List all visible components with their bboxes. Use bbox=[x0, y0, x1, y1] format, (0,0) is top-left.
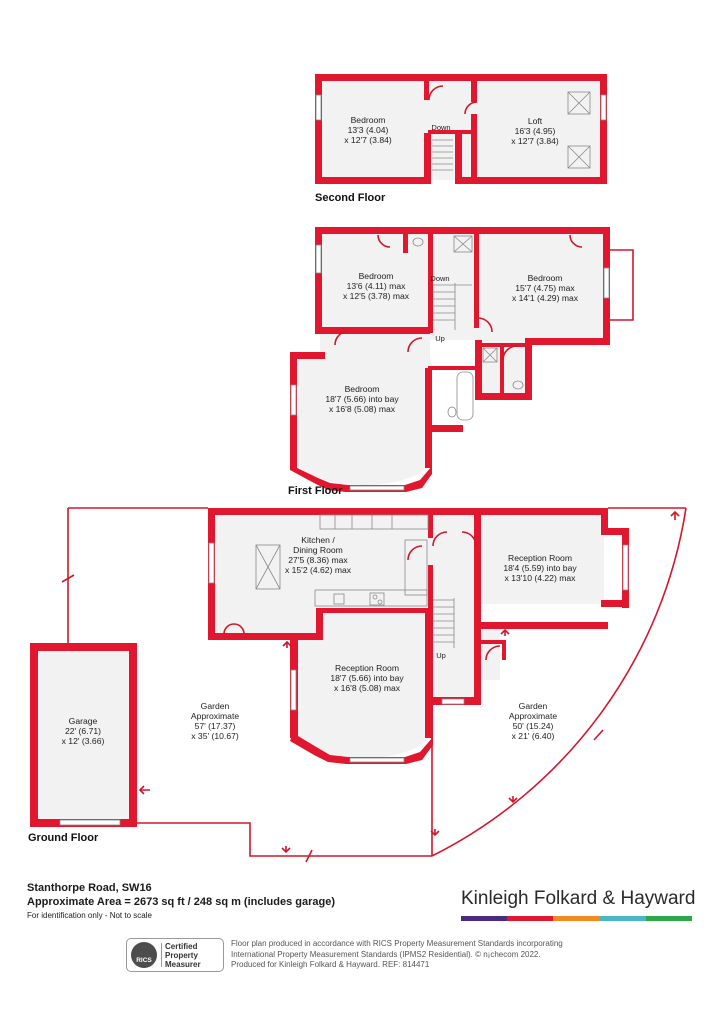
notice-line-1: Floor plan produced in accordance with R… bbox=[231, 939, 563, 948]
identification-note: For identification only - Not to scale bbox=[27, 911, 152, 920]
second-floor-plan: Bedroom 13'3 (4.04) x 12'7 (3.84) Loft 1… bbox=[315, 74, 607, 204]
loft-dim1: 16'3 (4.95) bbox=[515, 126, 556, 136]
rics-text: Certified Property Measurer bbox=[165, 942, 201, 969]
loft-dim2: x 12'7 (3.84) bbox=[511, 136, 559, 146]
reception-bay-dim2: x 16'8 (5.08) max bbox=[334, 683, 401, 693]
approximate-area: Approximate Area = 2673 sq ft / 248 sq m… bbox=[27, 896, 336, 908]
garden-left-name: Garden bbox=[201, 701, 230, 711]
reception-bay-name: Reception Room bbox=[335, 663, 399, 673]
brand-color-stripe bbox=[461, 916, 693, 921]
kitchen-dim1: 27'5 (8.36) max bbox=[288, 555, 348, 565]
agent-brand-name: Kinleigh Folkard & Hayward bbox=[461, 888, 696, 909]
first-floor-bedroom-left-dim1: 13'6 (4.11) max bbox=[347, 281, 407, 291]
first-floor-stairs-up: Up bbox=[435, 334, 445, 343]
rics-line-1: Certified bbox=[165, 942, 198, 951]
second-floor-bedroom-dim1: 13'3 (4.04) bbox=[348, 125, 389, 135]
loft-name: Loft bbox=[528, 116, 543, 126]
first-floor-bedroom-bay-dim2: x 16'8 (5.08) max bbox=[329, 404, 396, 414]
second-floor-bedroom-name: Bedroom bbox=[351, 115, 386, 125]
stripe-segment bbox=[599, 916, 646, 921]
second-floor-title: Second Floor bbox=[315, 192, 386, 204]
stripe-segment bbox=[553, 916, 600, 921]
property-address: Stanthorpe Road, SW16 bbox=[27, 882, 152, 894]
first-floor-plan: Bedroom 13'6 (4.11) max x 12'5 (3.78) ma… bbox=[288, 227, 634, 497]
stripe-segment bbox=[645, 916, 693, 921]
second-floor-bedroom-dim2: x 12'7 (3.84) bbox=[344, 135, 392, 145]
garage-dim2: x 12' (3.66) bbox=[62, 736, 105, 746]
rics-line-2: Property bbox=[165, 951, 198, 960]
stripe-segment bbox=[507, 916, 554, 921]
rics-line-3: Measurer bbox=[165, 960, 201, 969]
reception-right-name: Reception Room bbox=[508, 553, 572, 563]
kitchen-name-line2: Dining Room bbox=[293, 545, 343, 555]
garden-left-dim1: 57' (17.37) bbox=[195, 721, 236, 731]
garden-right-dim2: x 21' (6.40) bbox=[512, 731, 555, 741]
rics-divider bbox=[161, 943, 162, 967]
second-floor-stairs-down: Down bbox=[431, 123, 450, 132]
stripe-segment bbox=[461, 916, 508, 921]
ground-floor-plan: Kitchen / Dining Room 27'5 (8.36) max x … bbox=[28, 507, 687, 863]
measurement-notice: Floor plan produced in accordance with R… bbox=[231, 939, 611, 971]
kitchen-dim2: x 15'2 (4.62) max bbox=[285, 565, 352, 575]
first-floor-bedroom-right-dim2: x 14'1 (4.29) max bbox=[512, 293, 579, 303]
reception-right-dim1: 18'4 (5.59) into bay bbox=[503, 563, 577, 573]
garden-right-dim1: 50' (15.24) bbox=[513, 721, 554, 731]
reception-bay-dim1: 18'7 (5.66) into bay bbox=[330, 673, 404, 683]
notice-line-3: Produced for Kinleigh Folkard & Hayward.… bbox=[231, 960, 430, 969]
reception-right-dim2: x 13'10 (4.22) max bbox=[505, 573, 577, 583]
first-floor-bedroom-right-dim1: 15'7 (4.75) max bbox=[515, 283, 575, 293]
first-floor-bedroom-left-name: Bedroom bbox=[359, 271, 394, 281]
first-floor-stairs-down: Down bbox=[430, 274, 449, 283]
first-floor-bedroom-bay-name: Bedroom bbox=[345, 384, 380, 394]
first-floor-bedroom-bay-dim1: 18'7 (5.66) into bay bbox=[325, 394, 399, 404]
first-floor-bedroom-left-dim2: x 12'5 (3.78) max bbox=[343, 291, 410, 301]
garden-right-name: Garden bbox=[519, 701, 548, 711]
rics-certified-badge: RICS Certified Property Measurer bbox=[126, 938, 224, 972]
garage-dim1: 22' (6.71) bbox=[65, 726, 101, 736]
garage-name: Garage bbox=[69, 716, 98, 726]
first-floor-bedroom-right-name: Bedroom bbox=[528, 273, 563, 283]
garden-left-dim2: x 35' (10.67) bbox=[191, 731, 239, 741]
notice-line-2: International Property Measurement Stand… bbox=[231, 949, 541, 959]
garden-right-line2: Approximate bbox=[509, 711, 557, 721]
ground-floor-stairs-up: Up bbox=[436, 651, 446, 660]
rics-logo-icon: RICS bbox=[131, 942, 157, 968]
kitchen-name: Kitchen / bbox=[301, 535, 335, 545]
first-floor-title: First Floor bbox=[288, 485, 343, 497]
garden-left-line2: Approximate bbox=[191, 711, 239, 721]
ground-floor-title: Ground Floor bbox=[28, 832, 99, 844]
